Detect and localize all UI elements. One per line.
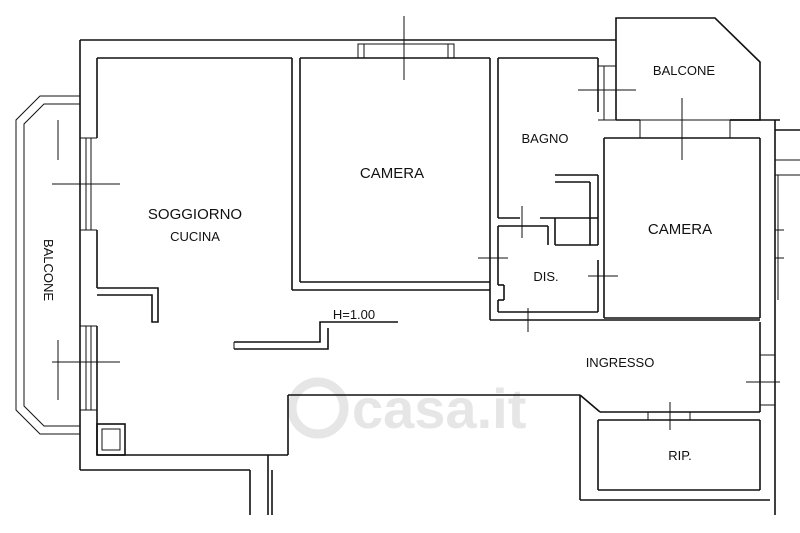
soggiorno-details <box>96 287 398 456</box>
room-label-camera-2: CAMERA <box>648 221 712 238</box>
camera-1-walls <box>291 58 499 320</box>
window-camera-1 <box>357 16 455 80</box>
room-label-balcone-top: BALCONE <box>653 63 715 78</box>
camera-2-walls <box>603 137 800 319</box>
watermark-text: casa.it <box>352 377 526 440</box>
rip-walls <box>597 402 761 491</box>
height-annotation: H=1.00 <box>333 307 375 322</box>
ingresso-details <box>746 354 780 406</box>
watermark: casa.it <box>287 377 526 440</box>
room-label-camera-1: CAMERA <box>360 165 424 182</box>
room-label-balcone-left: BALCONE <box>41 239 56 301</box>
bagno-walls <box>498 58 599 246</box>
watermark-logo-icon <box>287 377 349 439</box>
room-label-dis: DIS. <box>533 269 558 284</box>
outer-walls <box>79 39 800 515</box>
room-label-cucina: CUCINA <box>170 229 220 244</box>
room-label-bagno: BAGNO <box>522 131 569 146</box>
room-label-soggiorno: SOGGIORNO <box>148 206 242 223</box>
balcony-left <box>15 95 120 435</box>
room-label-rip: RIP. <box>668 448 692 463</box>
room-label-ingresso: INGRESSO <box>586 355 655 370</box>
dis-walls <box>478 225 760 332</box>
